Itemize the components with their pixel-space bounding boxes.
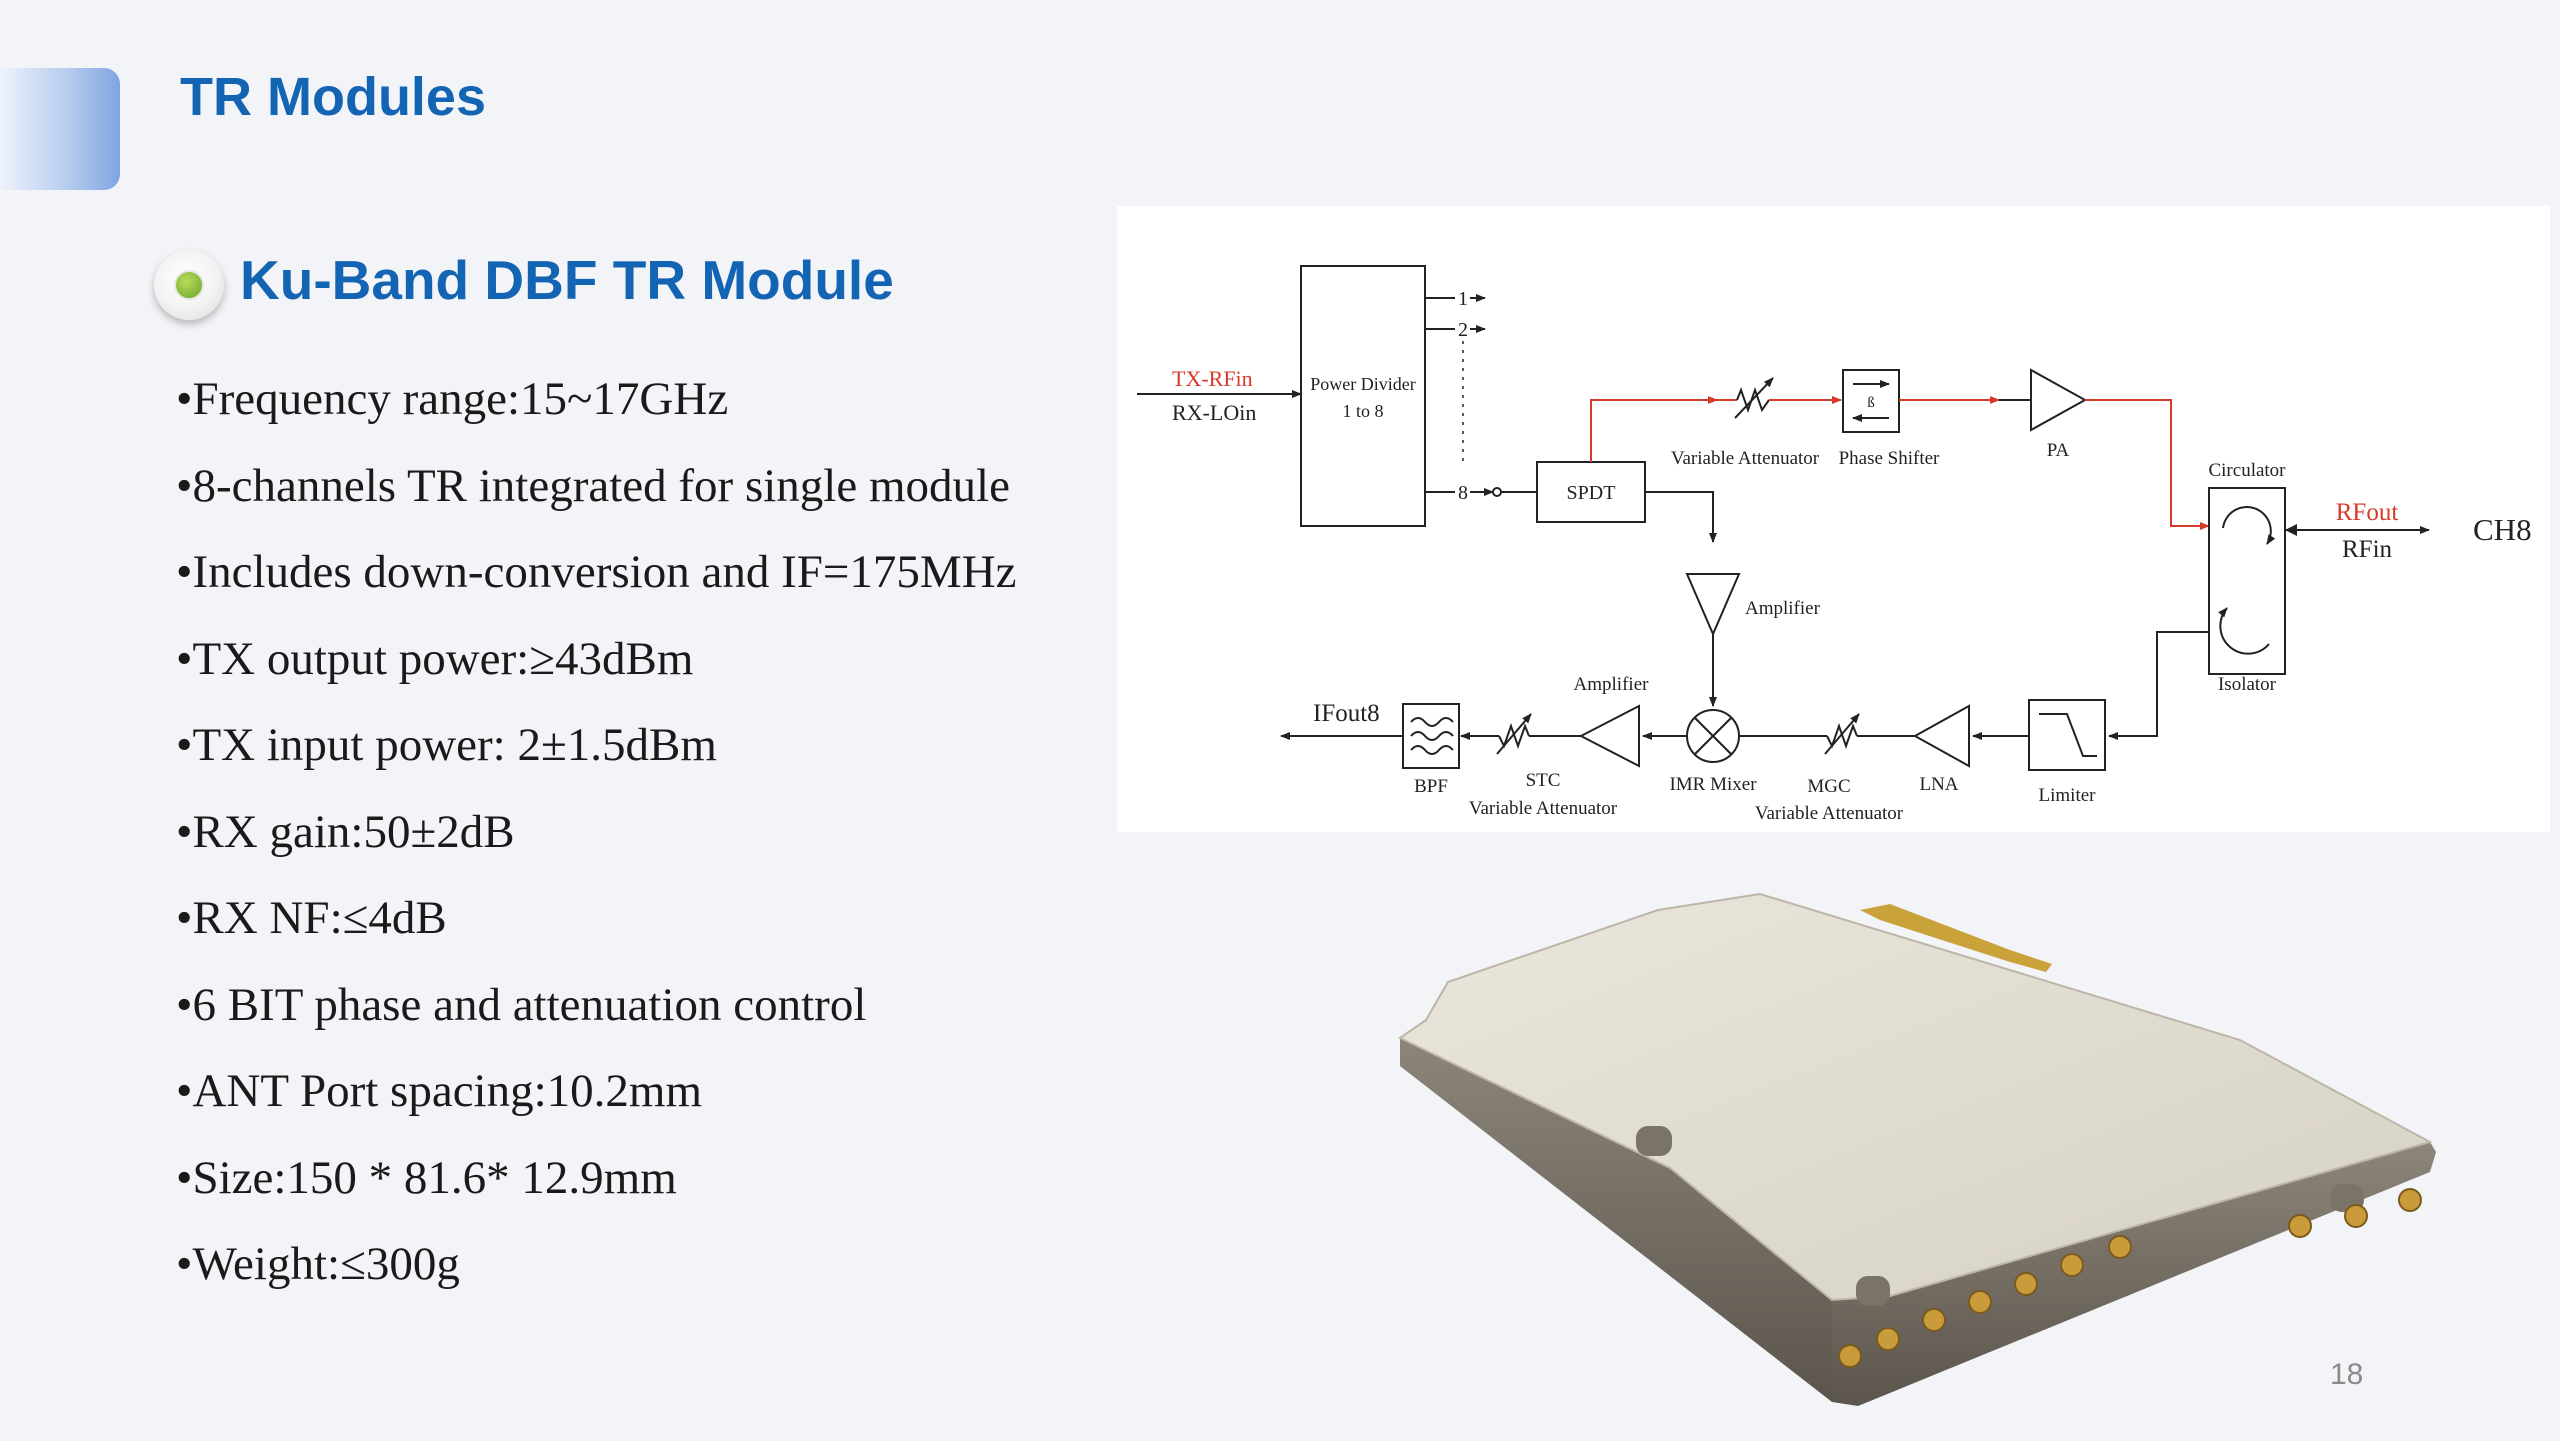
spdt-block — [1536, 461, 1646, 523]
stc-label: STC — [1526, 770, 1561, 791]
isolator-label: Isolator — [2218, 674, 2277, 695]
circulator-block — [2208, 487, 2286, 675]
rfin-label: RFin — [2342, 536, 2393, 563]
section-heading: Ku-Band DBF TR Module — [240, 249, 894, 311]
sma-connectors — [1838, 1188, 2422, 1368]
module-left-face — [1400, 1038, 1832, 1402]
rx-loin-label: RX-LOin — [1172, 400, 1256, 425]
power-divider-block — [1300, 265, 1426, 527]
green-circle-bullet-icon — [154, 250, 224, 320]
tx-path-4 — [2085, 399, 2210, 530]
module-front-face — [1832, 1142, 2436, 1406]
tx-rfin-label: TX-RFin — [1172, 366, 1253, 391]
ch8-label: CH8 — [2473, 512, 2532, 547]
limiter-block — [2028, 699, 2106, 771]
limiter-label: Limiter — [2039, 785, 2097, 806]
mgc-label: MGC — [1807, 776, 1850, 797]
power-divider-ratio: 1 to 8 — [1342, 401, 1383, 421]
spec-item-phase-attenuation: •6 BIT phase and attenuation control — [176, 978, 867, 1031]
spdt-label: SPDT — [1567, 482, 1616, 504]
spec-item-frequency: •Frequency range:15~17GHz — [176, 373, 729, 425]
bpf-symbol — [1410, 717, 1454, 755]
spec-item-tx-input-power: •TX input power: 2±1.5dBm — [176, 719, 717, 771]
port-1-label: 1 — [1458, 288, 1468, 310]
spec-item-weight: •Weight:≤300g — [176, 1238, 460, 1290]
title-accent-tab — [0, 68, 120, 190]
port-8-label: 8 — [1458, 482, 1468, 504]
product-photo — [1390, 880, 2450, 1415]
rx-path-1 — [2108, 631, 2209, 740]
phase-shifter-label: Phase Shifter — [1839, 448, 1940, 469]
spec-item-rx-nf: •RX NF:≤4dB — [176, 892, 447, 944]
lna-triangle — [1912, 704, 1970, 768]
amplifier-rx-label: Amplifier — [1574, 674, 1650, 695]
variable-attenuator-label: Variable Attenuator — [1671, 448, 1820, 469]
sma-connectors-right — [2288, 1204, 2368, 1238]
spec-list: •Frequency range:15~17GHz •8-channels TR… — [176, 356, 1017, 1308]
page-number: 18 — [2330, 1358, 2364, 1391]
spec-item-size: •Size:150 * 81.6* 12.9mm — [176, 1151, 677, 1204]
amplifier-mid-label: Amplifier — [1745, 598, 1821, 619]
pa-label: PA — [2047, 440, 2070, 461]
isolator-symbol — [2218, 607, 2270, 655]
spec-item-rx-gain: •RX gain:50±2dB — [176, 805, 515, 858]
page-title: TR Modules — [180, 67, 486, 127]
port-2-label: 2 — [1458, 319, 1468, 341]
spec-item-channels: •8-channels TR integrated for single mod… — [176, 459, 1010, 512]
stc-attenuator-symbol — [1498, 722, 1530, 750]
lo-amplifier-triangle — [1685, 573, 1741, 637]
phase-symbol: ß — [1867, 395, 1875, 411]
power-divider-label: Power Divider — [1310, 374, 1415, 394]
pa-triangle — [2030, 368, 2088, 432]
circulator-symbol — [2222, 506, 2276, 545]
spec-item-down-conversion: •Includes down-conversion and IF=175MHz — [176, 546, 1017, 598]
spec-item-ant-spacing: •ANT Port spacing:10.2mm — [176, 1065, 703, 1117]
circulator-label: Circulator — [2208, 460, 2286, 481]
limiter-symbol — [2039, 713, 2097, 757]
rfout-label: RFout — [2336, 499, 2399, 526]
imr-mixer-label: IMR Mixer — [1669, 774, 1757, 795]
bpf-label: BPF — [1414, 776, 1448, 797]
stc-variable-attenuator-label: Variable Attenuator — [1469, 798, 1618, 819]
gold-connector — [1860, 904, 2052, 972]
module-top-face — [1398, 892, 2433, 1302]
lo-path-1 — [1645, 491, 1717, 543]
ifout8-label: IFout8 — [1313, 700, 1380, 727]
port-8-node — [1492, 487, 1502, 497]
mgc-variable-attenuator-label: Variable Attenuator — [1755, 803, 1904, 824]
block-diagram: TX-RFin RX-LOin Power Divider 1 to 8 1 2… — [1117, 206, 2550, 832]
lna-label: LNA — [1919, 774, 1958, 795]
tx-path-1 — [1590, 396, 1718, 462]
spec-item-tx-output-power: •TX output power:≥43dBm — [176, 632, 694, 685]
mgc-attenuator-symbol — [1826, 722, 1858, 750]
rx-amplifier-triangle — [1578, 704, 1640, 768]
